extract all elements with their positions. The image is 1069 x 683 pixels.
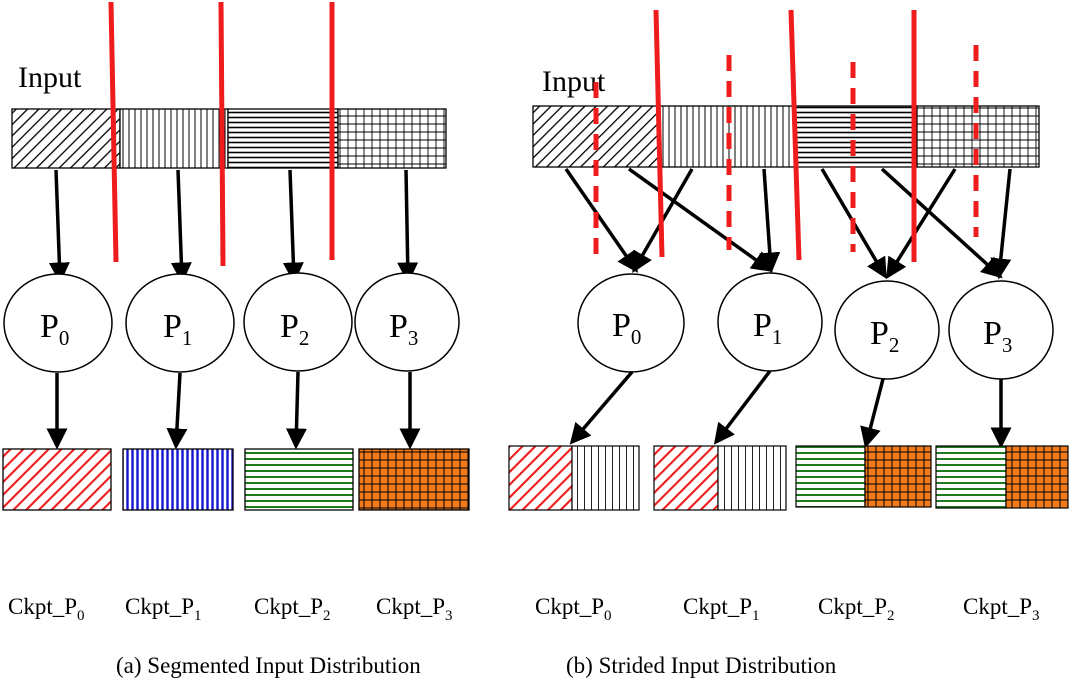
process-label: P3 [983,315,1012,357]
input-segment-0 [11,108,121,169]
checkpoint-labels: Ckpt_P0 Ckpt_P1 Ckpt_P2 Ckpt_P3 [535,594,1040,624]
process-node [834,280,940,380]
caption: (b) Strided Input Distribution [566,653,837,678]
input-array [11,108,447,169]
arrow [564,168,638,273]
checkpoint-block [508,445,640,511]
input-array [532,105,1040,168]
process-label: P0 [40,308,69,350]
checkpoint-label: Ckpt_P2 [254,594,331,624]
caption: (a) Segmented Input Distribution [116,653,421,678]
checkpoint-arrows [46,371,421,450]
panel-a-segmented: Input P0 P1 P2 P3 [2,1,470,678]
process-label: P1 [753,307,782,349]
distribution-arrows [564,167,1012,280]
processes: P0 P1 P2 P3 [3,272,460,373]
partition-line [788,9,802,261]
checkpoint-labels: Ckpt_P0 Ckpt_P1 Ckpt_P2 Ckpt_P3 [8,594,453,624]
process-label: P2 [870,315,899,357]
arrow [48,169,70,284]
process-node [354,272,460,372]
checkpoint-blocks [2,448,470,511]
checkpoint-block [2,448,112,511]
arrow [627,167,773,273]
checkpoint-label: Ckpt_P2 [818,594,895,624]
distribution-arrows [48,169,419,284]
arrow [886,168,957,279]
checkpoint-label: Ckpt_P3 [963,594,1040,624]
process-node [3,273,113,373]
process-label: P2 [280,308,309,350]
partition-lines-dashed [593,45,979,254]
checkpoint-arrows [569,369,1012,449]
process-label: P1 [163,308,192,350]
partition-line [218,1,226,267]
process-node [125,273,235,373]
arrow [397,169,419,284]
process-node [577,273,685,373]
arrow [860,378,885,449]
processes: P0 P1 P2 P3 [577,272,1054,380]
checkpoint-label: Ckpt_P3 [376,594,453,624]
process-node [243,272,353,372]
checkpoint-label: Ckpt_P1 [683,594,760,624]
checkpoint-block [358,448,470,511]
input-segment-1 [119,108,229,169]
arrow [166,372,188,450]
checkpoint-block [795,445,932,508]
checkpoint-label: Ckpt_P1 [125,594,202,624]
checkpoint-block [122,448,234,511]
checkpoint-label: Ckpt_P0 [535,594,612,624]
checkpoint-blocks [508,445,1069,511]
arrow [569,370,634,445]
arrow [713,369,772,445]
input-segment-3 [337,108,447,169]
partition-line [108,1,119,263]
input-segment-2 [794,105,918,168]
checkpoint-block [653,445,787,511]
input-segment-2 [227,108,339,169]
checkpoint-block [935,445,1069,509]
checkpoint-label: Ckpt_P0 [8,594,85,624]
arrow [170,169,192,284]
arrow [285,371,307,450]
panel-b-strided: Input [508,9,1069,678]
arrow [880,167,1003,279]
arrow [282,169,304,284]
partition-line [653,9,665,258]
checkpoint-block [244,448,354,511]
input-label: Input [18,61,82,94]
partition-lines [108,1,335,267]
process-label: P3 [389,308,418,350]
arrow [759,168,781,274]
process-label: P0 [612,307,641,349]
partition-lines-solid [653,9,917,262]
arrow [990,168,1012,280]
